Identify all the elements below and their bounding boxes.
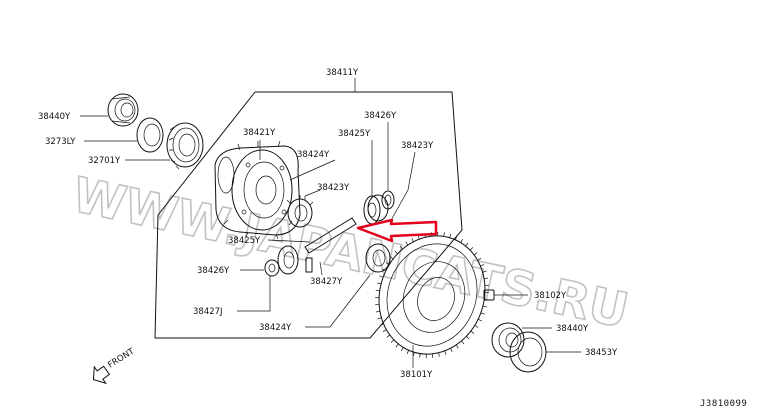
ring-gear-tooth [406,350,409,355]
callout-lock-pin: 38427Y [310,277,343,287]
ring-gear-tooth [455,235,458,240]
ring-gear-tooth [474,325,479,328]
ring-gear-tooth [480,312,485,315]
pinion-gear-upper-part [286,195,314,228]
callout-retainer: 32701Y [88,156,121,166]
callout-pinion-gear-upper: 38423Y [317,183,350,193]
shaft-top-leader [289,159,336,181]
shaft-lower-leader [305,274,371,328]
lock-pin-leader [319,261,323,276]
watermark-text: WWW.JAPANCATS.RU [68,167,634,340]
ring-gear-tooth [386,334,391,338]
differential-case-part [214,140,301,240]
pinion-upper-leader [304,189,321,200]
side-gear-right-part [367,194,389,222]
callout-case: 38421Y [243,128,276,138]
callout-washer-lower-left: 38425Y [228,236,261,246]
shim-right-part [509,331,547,373]
ring-gear-tooth [377,282,382,285]
callout-shim-right: 38453Y [585,348,618,358]
ring-gear-tooth [449,233,452,238]
callout-shaft-lower: 38424Y [259,323,292,333]
callout-shim-left: 3273LY [45,137,76,147]
front-label: FRONT [106,346,137,370]
pin-lower-leader [237,276,271,312]
callout-ring-gear: 38101Y [400,370,433,380]
ring-gear-tooth [379,323,384,326]
retainer-part [166,122,204,170]
ring-gear-tooth [455,344,459,349]
shim-left-part [136,117,164,153]
ring-gear-tooth [460,238,463,243]
ring-gear-tooth [390,339,395,343]
ring-gear-tooth [382,268,387,272]
ring-gear-tooth [438,352,440,357]
ring-gear-tooth [461,340,465,345]
ring-gear-tooth [389,256,394,260]
ring-gear-tooth [477,318,482,322]
ring-gear-tooth [399,245,403,250]
ring-gear-tooth [375,310,380,313]
ring-gear-tooth [395,343,399,348]
ring-gear-tooth [385,262,390,265]
ring-gear-tooth [469,247,474,251]
ring-gear-tooth [412,352,415,357]
ring-gear-part [375,231,489,359]
front-direction-icon [92,365,111,385]
callout-thrust-washer-lower: 38426Y [197,266,230,276]
side-gear-washer-part [363,195,381,225]
ring-gear-tooth [482,305,487,308]
callout-pin-lower: 38427J [193,307,223,317]
ring-gear-tooth [477,257,482,261]
ring-gear-tooth [394,250,398,255]
callout-bearing-right: 38440Y [556,324,589,334]
thrust-washer-lower-part [264,259,280,277]
assembly-frame [154,91,463,339]
ring-gear-tooth [470,330,475,334]
pinion-shaft-part [304,217,357,254]
ring-gear-tooth [382,329,387,333]
ring-gear-tooth [401,347,404,352]
ring-gear-tooth [482,270,487,273]
washer-lower-leader [267,239,311,243]
lock-pin-part [305,257,313,273]
ring-gear-tooth [444,350,447,355]
bearing-right-part [491,322,525,358]
bolt-part [483,289,528,301]
callout-pinion-gear-right: 38423Y [401,141,434,151]
ring-gear-tooth [379,275,384,278]
callout-bearing-left: 38440Y [38,112,71,122]
ring-gear-tooth [419,353,421,358]
callout-side-gear-washer: 38425Y [338,129,371,139]
bearing-left-part [107,93,139,127]
ring-gear-tooth [405,241,409,246]
ring-gear-tooth [473,252,478,256]
callout-thrust-washer-top: 38426Y [364,111,397,121]
side-gear-lower-part [277,245,299,275]
ring-gear-tooth [484,277,489,280]
ring-gear-tooth [450,348,453,353]
pinion-right-leader [389,151,416,223]
ring-gear-tooth [480,264,485,267]
reference-code: J3810099 [700,399,747,409]
highlight-arrow-icon [356,218,438,243]
ring-gear-tooth [443,232,445,237]
ring-gear-tooth [377,317,382,320]
callout-bolt: 38102Y [534,291,567,301]
pinion-gear-lower-part [365,243,391,273]
ring-gear-tooth [465,242,469,247]
ring-gear-tooth [466,335,470,340]
callout-assembly: 38411Y [326,68,359,78]
ring-gear-tooth [411,237,414,242]
callout-pinion-shaft-top: 38424Y [297,150,330,160]
